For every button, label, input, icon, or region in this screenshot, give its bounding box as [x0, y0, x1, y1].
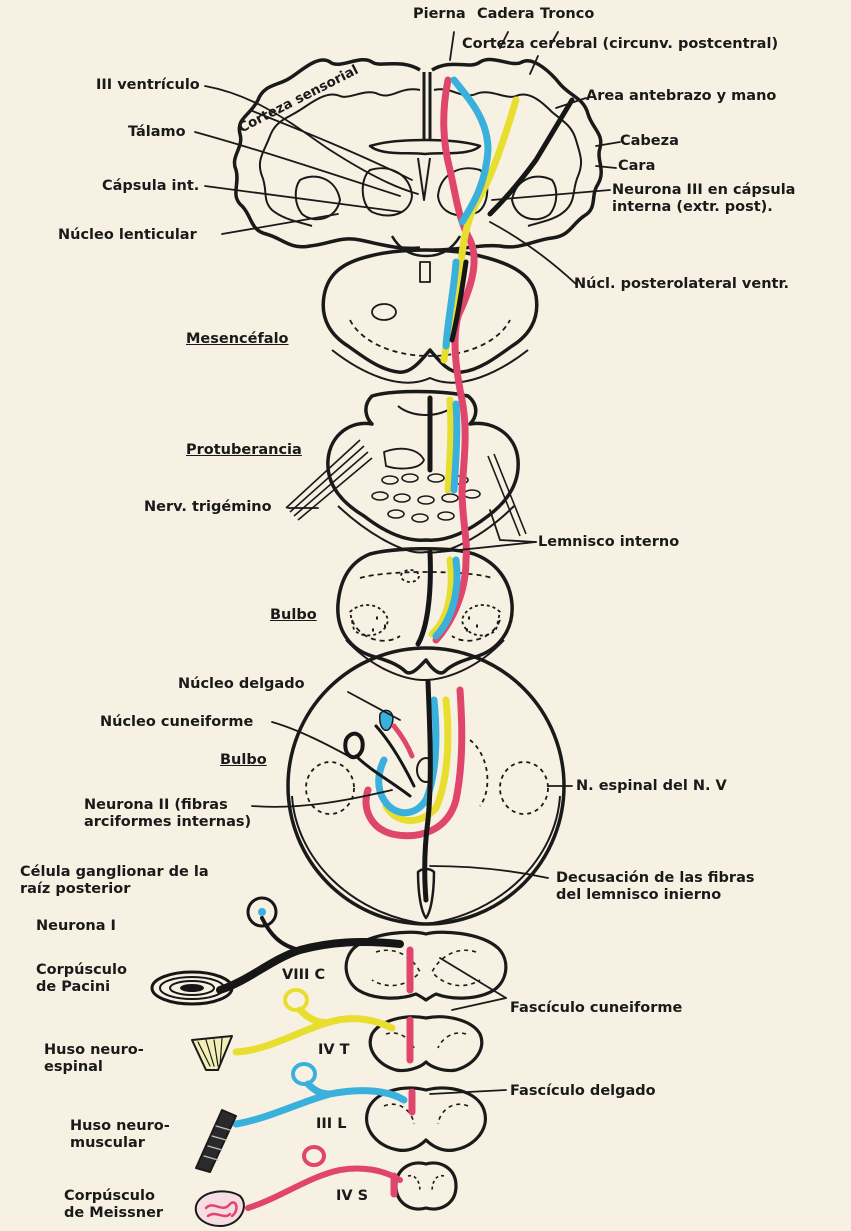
pons-outline	[328, 392, 518, 541]
mesencephalon-nucleus	[372, 304, 396, 320]
arcuate-red	[394, 726, 412, 756]
label-huso-neuroespinal: Huso neuro- espinal	[44, 1042, 144, 1076]
label-bulbo-lower: Bulbo	[220, 752, 267, 769]
aqueduct	[420, 262, 430, 282]
label-nucleo-delgado: Núcleo delgado	[178, 676, 305, 693]
label-fasciculo-delgado: Fascículo delgado	[510, 1083, 656, 1100]
label-bulbo-upper: Bulbo	[270, 607, 317, 624]
label-neurona-i: Neurona I	[36, 918, 116, 935]
spindle-ganglion-blue	[293, 1064, 315, 1084]
label-decusacion: Decusación de las fibras del lemnisco in…	[556, 870, 755, 904]
label-protuberancia: Protuberancia	[186, 442, 302, 459]
label-talamo: Tálamo	[128, 124, 186, 141]
label-iii-l: III L	[316, 1116, 346, 1133]
lumbar-segment	[367, 1088, 486, 1150]
label-corpusculo-pacini: Corpúsculo de Pacini	[36, 962, 127, 996]
label-cara: Cara	[618, 158, 655, 175]
label-viii-c: VIII C	[282, 967, 325, 984]
label-celula-ganglionar: Célula ganglionar de la raíz posterior	[20, 864, 209, 898]
label-iii-ventriculo: III ventrículo	[96, 77, 200, 94]
third-ventricle	[418, 158, 430, 200]
label-corteza-cerebral: Corteza cerebral (circunv. postcentral)	[462, 36, 778, 53]
sacral-dashed	[408, 1176, 444, 1192]
upper-medulla-outline	[338, 549, 512, 673]
spindle-axon-yellow	[236, 1010, 392, 1052]
label-tronco: Tronco	[540, 6, 594, 23]
label-cabeza: Cabeza	[620, 133, 679, 150]
label-corpusculo-meissner: Corpúsculo de Meissner	[64, 1188, 163, 1222]
label-area-antebrazo: Area antebrazo y mano	[586, 88, 776, 105]
sacral-segment	[396, 1163, 456, 1209]
label-nucl-posterolateral: Núcl. posterolateral ventr.	[574, 276, 789, 293]
lower-medulla-dashed	[470, 740, 487, 806]
neurospinal-spindle	[192, 1036, 232, 1070]
lumbar-dashed	[384, 1104, 468, 1124]
pons-lemniscus-outline	[384, 449, 424, 469]
meissner-axon	[248, 1168, 400, 1208]
label-neurona-ii: Neurona II (fibras arciformes internas)	[84, 797, 251, 831]
pons-shadow	[338, 506, 514, 553]
longitudinal-fissure	[424, 72, 430, 140]
brainstem-top	[392, 236, 460, 256]
meissner-ganglion	[304, 1147, 324, 1165]
label-fasciculo-cuneiforme: Fascículo cuneiforme	[510, 1000, 682, 1017]
label-iv-t: IV T	[318, 1042, 350, 1059]
label-lemnisco-interno: Lemnisco interno	[538, 534, 679, 551]
ganglion-cell-stalk	[262, 918, 300, 950]
label-cadera: Cadera	[477, 6, 535, 23]
label-mesencefalo: Mesencéfalo	[186, 331, 289, 348]
label-capsula-int: Cápsula int.	[102, 178, 199, 195]
label-nerv-trigemino: Nerv. trigémino	[144, 499, 272, 516]
nucleus-cuneatus-mark	[345, 734, 362, 758]
spindle-ganglion-yellow	[285, 990, 307, 1010]
cervical-dashed	[372, 950, 480, 985]
label-huso-neuromuscular: Huso neuro- muscular	[70, 1118, 170, 1152]
label-nucleo-cuneiforme: Núcleo cuneiforme	[100, 714, 253, 731]
corpus-callosum	[370, 140, 480, 154]
fourth-ventricle	[398, 406, 454, 415]
label-pierna: Pierna	[413, 6, 466, 23]
label-nucleo-lenticular: Núcleo lenticular	[58, 227, 197, 244]
spinal-nucleus-left	[306, 762, 354, 814]
label-neurona-iii: Neurona III en cápsula interna (extr. po…	[612, 182, 795, 216]
ganglion-cell-nucleus	[258, 908, 266, 916]
spinal-nucleus-right	[500, 762, 548, 814]
label-iv-s: IV S	[336, 1188, 368, 1205]
tract-blue	[379, 80, 488, 813]
thoracic-dashed	[386, 1033, 466, 1048]
neuromuscular-spindle	[196, 1110, 236, 1172]
peripheral-neurons	[152, 898, 404, 1226]
olive-left	[350, 605, 388, 635]
label-n-espinal: N. espinal del N. V	[576, 778, 727, 795]
